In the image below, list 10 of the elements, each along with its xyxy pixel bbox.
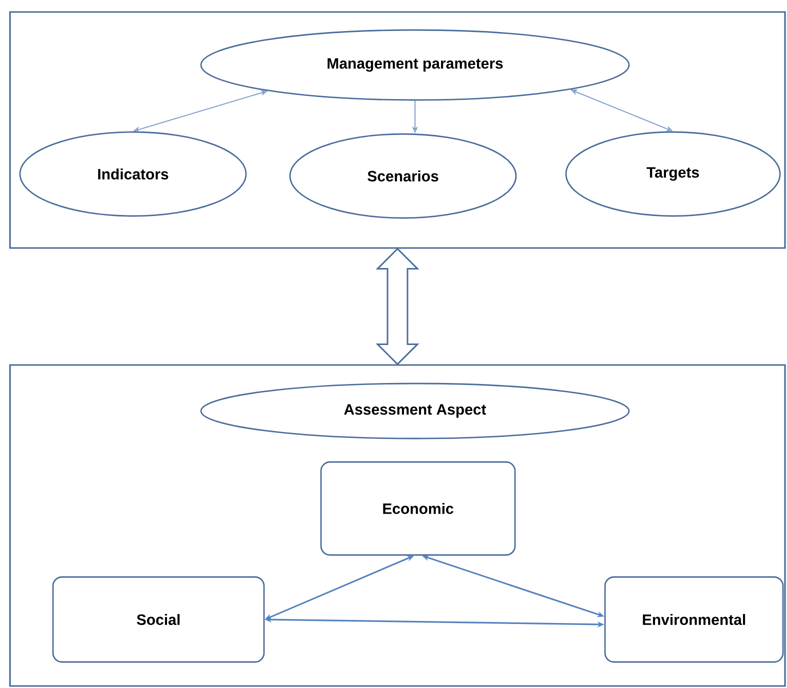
ellipse-node: Indicators <box>19 131 247 217</box>
ellipse-node: Scenarios <box>289 133 517 219</box>
rounded-box: Economic <box>320 461 516 556</box>
panel-frame <box>9 364 786 687</box>
rounded-box: Environmental <box>604 576 784 663</box>
ellipse-node: Management parameters <box>200 29 630 101</box>
rounded-box: Social <box>52 576 265 663</box>
panel-frame <box>9 11 786 249</box>
ellipse-node: Assessment Aspect <box>200 382 630 440</box>
ellipse-node: Targets <box>565 131 781 217</box>
